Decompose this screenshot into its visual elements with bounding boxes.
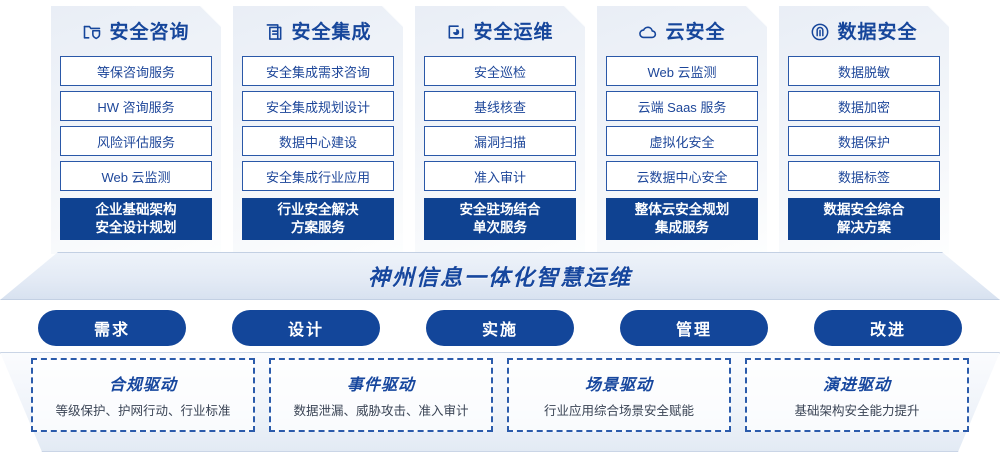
platform-banner: 神州信息一体化智慧运维 — [0, 252, 1000, 300]
banner-shape — [0, 252, 1000, 300]
column-header: 云安全 — [606, 16, 758, 48]
highlight-line: 方案服务 — [291, 220, 345, 235]
driver-title: 合规驱动 — [108, 377, 177, 394]
phase-row: 需求 设计 实施 管理 改进 — [0, 310, 1000, 346]
column-title: 数据安全 — [837, 21, 918, 43]
highlight-line: 安全驻场结合 — [459, 201, 541, 217]
service-item[interactable]: 安全集成行业应用 — [242, 161, 394, 191]
service-item[interactable]: 数据标签 — [788, 161, 940, 191]
phase-pill-requirement[interactable]: 需求 — [38, 310, 186, 346]
fingerprint-icon — [810, 22, 830, 42]
driver-title: 场景驱动 — [584, 377, 653, 394]
banner-title: 神州信息一体化智慧运维 — [367, 265, 632, 290]
service-item[interactable]: 漏洞扫描 — [424, 126, 576, 156]
service-column-cloud-security: 云安全 Web 云监测 云端 Saas 服务 虚拟化安全 云数据中心安全 整体云… — [597, 6, 767, 254]
folder-shield-icon — [82, 22, 102, 42]
column-header: 数据安全 — [788, 16, 940, 48]
document-stack-icon — [264, 22, 284, 42]
service-item[interactable]: 安全集成规划设计 — [242, 91, 394, 121]
service-item[interactable]: Web 云监测 — [606, 56, 758, 86]
driver-base: 合规驱动 等级保护、护网行动、行业标准 事件驱动 数据泄漏、威胁攻击、准入审计 … — [0, 352, 1000, 452]
column-header: 安全咨询 — [60, 16, 212, 48]
cloud-icon — [638, 22, 658, 42]
driver-description: 行业应用综合场景安全赋能 — [543, 404, 694, 418]
column-highlight-card[interactable]: 安全驻场结合 单次服务 — [424, 198, 576, 240]
highlight-line: 单次服务 — [473, 220, 527, 235]
column-header: 安全集成 — [242, 16, 394, 48]
service-item[interactable]: 风险评估服务 — [60, 126, 212, 156]
highlight-line: 集成服务 — [655, 220, 709, 235]
phase-pill-design[interactable]: 设计 — [232, 310, 380, 346]
driver-card-scenario[interactable]: 场景驱动 行业应用综合场景安全赋能 — [507, 358, 731, 432]
driver-description: 等级保护、护网行动、行业标准 — [55, 404, 231, 418]
highlight-line: 企业基础架构 — [95, 201, 177, 217]
driver-title: 演进驱动 — [822, 377, 891, 394]
service-item[interactable]: 安全巡检 — [424, 56, 576, 86]
driver-description: 数据泄漏、威胁攻击、准入审计 — [293, 404, 469, 418]
driver-card-incident[interactable]: 事件驱动 数据泄漏、威胁攻击、准入审计 — [269, 358, 493, 432]
service-item[interactable]: 数据加密 — [788, 91, 940, 121]
service-column-security-operations: 安全运维 安全巡检 基线核查 漏洞扫描 准入审计 安全驻场结合 单次服务 — [415, 6, 585, 254]
phase-pill-management[interactable]: 管理 — [620, 310, 768, 346]
column-header: 安全运维 — [424, 16, 576, 48]
column-highlight-card[interactable]: 企业基础架构 安全设计规划 — [60, 198, 212, 240]
highlight-line: 整体云安全规划 — [634, 201, 730, 217]
highlight-line: 行业安全解决 — [277, 201, 359, 217]
driver-title: 事件驱动 — [346, 377, 415, 394]
service-item[interactable]: 等保咨询服务 — [60, 56, 212, 86]
service-item[interactable]: 数据保护 — [788, 126, 940, 156]
service-item[interactable]: 数据中心建设 — [242, 126, 394, 156]
service-columns: 安全咨询 等保咨询服务 HW 咨询服务 风险评估服务 Web 云监测 企业基础架… — [0, 6, 1000, 254]
service-item[interactable]: 虚拟化安全 — [606, 126, 758, 156]
column-highlight-card[interactable]: 整体云安全规划 集成服务 — [606, 198, 758, 240]
service-item[interactable]: 云端 Saas 服务 — [606, 91, 758, 121]
phase-pill-implementation[interactable]: 实施 — [426, 310, 574, 346]
driver-description: 基础架构安全能力提升 — [794, 404, 920, 418]
service-column-data-security: 数据安全 数据脱敏 数据加密 数据保护 数据标签 数据安全综合 解决方案 — [779, 6, 949, 254]
driver-row: 合规驱动 等级保护、护网行动、行业标准 事件驱动 数据泄漏、威胁攻击、准入审计 … — [0, 358, 1000, 442]
service-item[interactable]: 准入审计 — [424, 161, 576, 191]
column-title: 安全集成 — [291, 21, 372, 43]
service-item[interactable]: 基线核查 — [424, 91, 576, 121]
service-item[interactable]: 云数据中心安全 — [606, 161, 758, 191]
column-title: 云安全 — [665, 21, 726, 43]
column-title: 安全运维 — [473, 21, 554, 43]
column-highlight-card[interactable]: 数据安全综合 解决方案 — [788, 198, 940, 240]
service-item[interactable]: 数据脱敏 — [788, 56, 940, 86]
column-highlight-card[interactable]: 行业安全解决 方案服务 — [242, 198, 394, 240]
highlight-line: 安全设计规划 — [95, 220, 177, 235]
driver-card-evolution[interactable]: 演进驱动 基础架构安全能力提升 — [745, 358, 969, 432]
column-title: 安全咨询 — [109, 21, 190, 43]
service-column-security-consulting: 安全咨询 等保咨询服务 HW 咨询服务 风险评估服务 Web 云监测 企业基础架… — [51, 6, 221, 254]
service-item[interactable]: HW 咨询服务 — [60, 91, 212, 121]
driver-card-compliance[interactable]: 合规驱动 等级保护、护网行动、行业标准 — [31, 358, 255, 432]
highlight-line: 数据安全综合 — [823, 201, 905, 217]
phase-pill-improvement[interactable]: 改进 — [814, 310, 962, 346]
service-item[interactable]: Web 云监测 — [60, 161, 212, 191]
monitor-chart-icon — [446, 22, 466, 42]
service-item[interactable]: 安全集成需求咨询 — [242, 56, 394, 86]
highlight-line: 解决方案 — [837, 220, 891, 235]
service-column-security-integration: 安全集成 安全集成需求咨询 安全集成规划设计 数据中心建设 安全集成行业应用 行… — [233, 6, 403, 254]
